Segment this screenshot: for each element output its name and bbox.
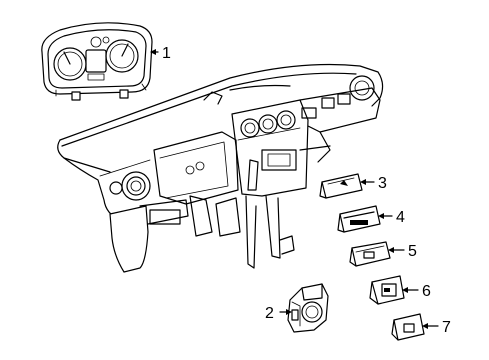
callout-6: 6 [402, 283, 431, 300]
callout-5: 5 [388, 243, 417, 260]
headlamp-switch [287, 283, 329, 333]
switch-part-5 [349, 241, 391, 267]
callout-label-2: 2 [265, 305, 274, 322]
dashboard-panel [57, 63, 384, 273]
callout-4: 4 [378, 209, 405, 226]
callout-label-3: 3 [378, 175, 387, 192]
instrument-cluster [41, 22, 153, 101]
switch-part-6 [369, 275, 405, 305]
switch-part-3 [319, 173, 363, 199]
callout-1: 1 [150, 45, 171, 62]
callout-label-7: 7 [442, 319, 451, 336]
callout-7: 7 [422, 319, 451, 336]
switch-part-4 [337, 205, 381, 233]
callout-3: 3 [360, 175, 387, 192]
callout-label-4: 4 [396, 209, 405, 226]
callout-2: 2 [265, 305, 292, 322]
switch-part-7 [391, 313, 425, 341]
callout-label-1: 1 [162, 45, 171, 62]
callout-label-6: 6 [422, 283, 431, 300]
callout-label-5: 5 [408, 243, 417, 260]
